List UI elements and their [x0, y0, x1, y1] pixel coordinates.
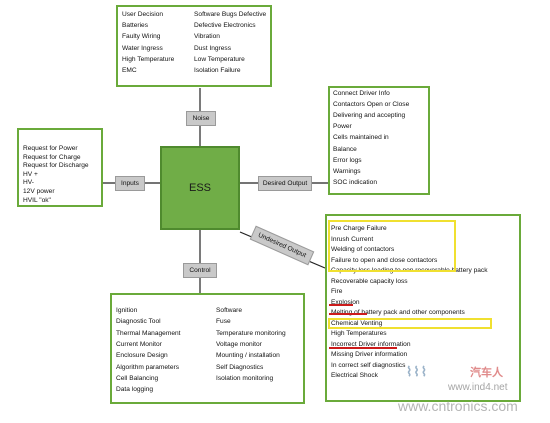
noise-item: EMC	[122, 67, 137, 74]
input-item: Request for Discharge	[23, 162, 89, 170]
control-item: Self Diagnostics	[216, 363, 264, 371]
inputs-label: Inputs	[115, 176, 145, 191]
noise-box	[116, 5, 272, 87]
input-item: HV +	[23, 170, 38, 178]
noise-item: Batteries	[122, 22, 149, 30]
underline-explosion	[329, 313, 367, 315]
watermark-url-cntronics: www.cntronics.com	[398, 398, 518, 414]
underline-high-temperatures	[329, 347, 397, 349]
undesired-output-item: Recoverable capacity loss	[331, 277, 408, 285]
control-item: Isolation monitoring	[216, 374, 274, 382]
undesired-output-item: Welding of contactors	[331, 246, 395, 253]
watermark-logo-text: 汽车人	[470, 367, 503, 379]
undesired-output-item: Inrush Current	[331, 235, 374, 243]
noise-item: Defective Electronics	[194, 22, 256, 30]
watermark-url-ind4: www.ind4.net	[448, 382, 508, 393]
control-item: Temperature monitoring	[216, 329, 286, 337]
inputs-box	[17, 128, 103, 207]
control-item: Voltage monitor	[216, 340, 262, 348]
noise-item: Faulty Wiring	[122, 33, 161, 41]
noise-item: Dust Ingress	[194, 44, 232, 52]
desired-output-item: Error logs	[333, 156, 362, 164]
desired-output-item: Power	[333, 123, 352, 131]
undesired-output-item: Fire	[331, 288, 343, 295]
noise-item: High Temperature	[122, 55, 175, 63]
highlight-melting	[328, 318, 492, 329]
noise-item: Low Temperature	[194, 55, 245, 63]
control-item: Enclosure Design	[116, 352, 168, 360]
undesired-output-item: Failure to open and close contactors	[331, 256, 438, 264]
ess-label: ESS	[188, 182, 211, 194]
control-item: Current Monitor	[116, 340, 162, 348]
control-item: Thermal Management	[116, 329, 181, 337]
control-item: Mounting / installation	[216, 352, 280, 360]
desired-output-item: Delivering and accepting	[333, 112, 406, 120]
desired-output-item: Cells maintained in	[333, 134, 389, 142]
underline-fire	[329, 304, 353, 306]
desired-output-item: Warnings	[333, 167, 361, 175]
noise-item: Isolation Failure	[194, 67, 241, 74]
undesired-output-item: Chemical Venting	[331, 319, 383, 327]
desired-output-item: Connect Driver Info	[333, 90, 390, 97]
noise-item: Vibration	[194, 33, 220, 41]
highlight-precharge-group	[328, 220, 456, 272]
control-box	[110, 293, 305, 404]
control-item: Data logging	[116, 386, 154, 394]
control-item: Algorithm parameters	[116, 363, 180, 371]
undesired-output-item: High Temperatures	[331, 330, 387, 337]
input-item: HVIL "ok"	[23, 196, 51, 204]
watermark-logo: ⌇⌇⌇	[406, 364, 429, 379]
desired-output-item: SOC indication	[333, 178, 377, 186]
control-item: Cell Balancing	[116, 374, 159, 382]
control-item: Diagnostic Tool	[116, 318, 161, 326]
input-item: Request for Charge	[23, 153, 81, 161]
undesired-output-item: Electrical Shock	[331, 372, 378, 379]
control-item: Ignition	[116, 307, 138, 314]
undesired-output-item: Pre Charge Failure	[331, 225, 387, 232]
undesired-output-item: Missing Driver information	[331, 351, 408, 358]
undesired-output-box	[325, 214, 521, 402]
noise-item: Software Bugs Defective	[194, 11, 267, 18]
ess-block: ESS	[160, 146, 240, 230]
noise-label: Noise	[186, 111, 216, 126]
noise-item: Water Ingress	[122, 44, 163, 52]
control-item: Software	[216, 307, 243, 314]
desired-output-box	[328, 86, 430, 195]
input-item: HV-	[23, 179, 34, 187]
undesired-output-item: In correct self diagnostics	[331, 361, 406, 369]
desired-output-label: Desired Output	[258, 176, 312, 191]
desired-output-item: Balance	[333, 145, 357, 153]
undesired-output-item: Incorrect Driver information	[331, 340, 411, 348]
undesired-output-item: Explosion	[331, 298, 360, 306]
input-item: Request for Power	[23, 145, 78, 152]
control-label: Control	[183, 263, 217, 278]
control-item: Fuse	[216, 318, 231, 326]
undesired-output-item: Melting of battery pack and other compon…	[331, 309, 465, 316]
desired-output-item: Contactors Open or Close	[333, 101, 410, 109]
noise-item: User Decision	[122, 11, 164, 18]
input-item: 12V power	[23, 188, 55, 195]
